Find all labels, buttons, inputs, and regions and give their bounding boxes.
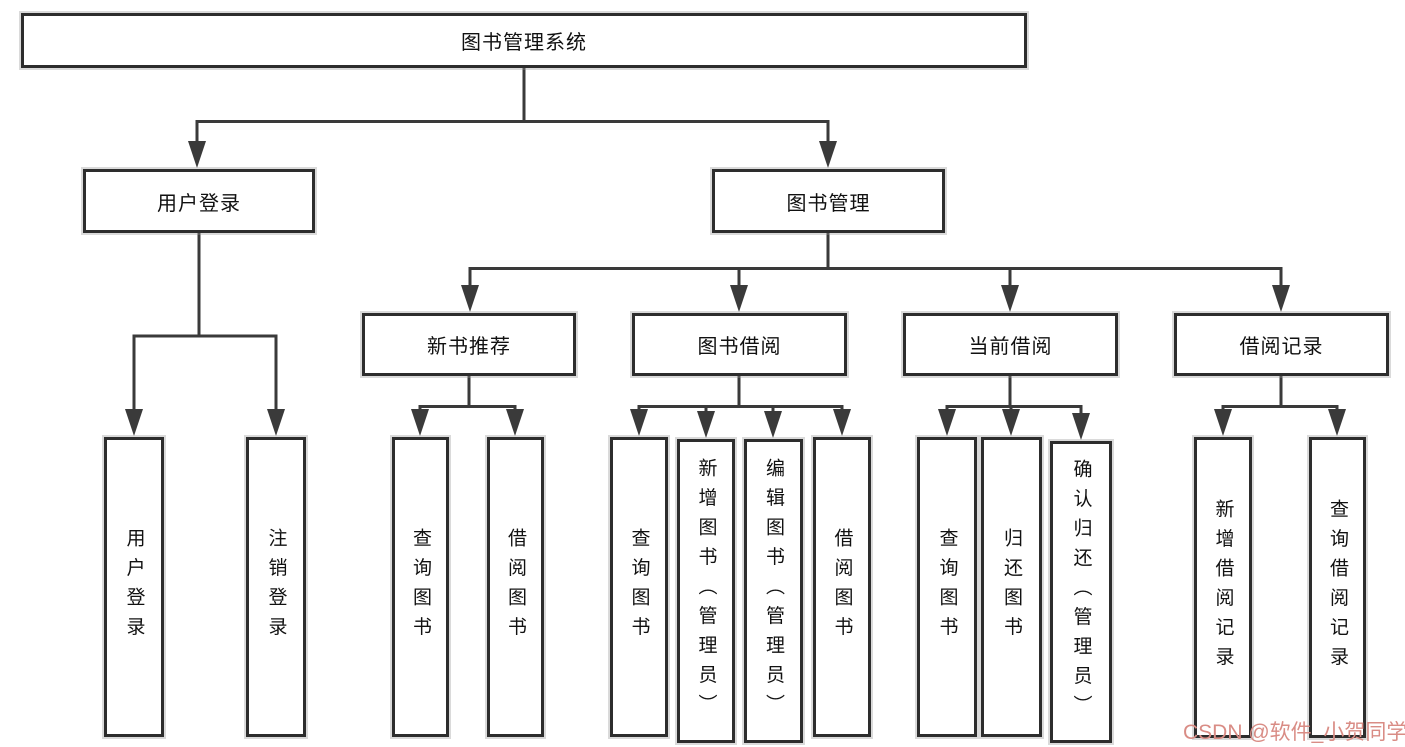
node-current-borrow-label: 当前借阅	[968, 336, 1053, 358]
arrowhead	[125, 409, 143, 436]
leaf-add-borrow-record: 新增借阅记录	[1194, 437, 1252, 738]
leaf-edit-book-admin-label: 编辑图书（管理员）	[763, 458, 784, 724]
leaf-query-book-borrow: 查询图书	[610, 437, 668, 737]
leaf-logout: 注销登录	[246, 437, 306, 737]
arrowhead	[764, 411, 782, 438]
arrowhead	[730, 285, 748, 312]
node-new-book-recommend: 新书推荐	[362, 313, 576, 376]
arrowhead	[461, 285, 479, 312]
leaf-query-book-current: 查询图书	[917, 437, 977, 737]
leaf-add-book-admin-label: 新增图书（管理员）	[695, 458, 717, 724]
leaf-return-book: 归还图书	[981, 437, 1042, 737]
node-user-login: 用户登录	[83, 169, 315, 233]
leaf-add-borrow-record-label: 新增借阅记录	[1212, 499, 1234, 676]
leaf-borrow-book: 借阅图书	[813, 437, 871, 737]
leaf-query-book-recommend-label: 查询图书	[410, 528, 431, 646]
node-user-login-label: 用户登录	[157, 192, 241, 215]
node-new-book-recommend-label: 新书推荐	[427, 336, 511, 358]
leaf-return-book-label: 归还图书	[1001, 528, 1022, 646]
leaf-borrow-book-recommend: 借阅图书	[487, 437, 544, 737]
leaf-confirm-return-admin: 确认归还（管理员）	[1050, 441, 1112, 743]
arrowhead	[411, 409, 429, 436]
node-root-label: 图书管理系统	[461, 32, 587, 54]
node-current-borrow: 当前借阅	[903, 313, 1118, 376]
leaf-logout-label: 注销登录	[265, 528, 287, 646]
leaf-query-book-recommend: 查询图书	[392, 437, 449, 737]
arrowhead	[630, 409, 648, 436]
arrowhead	[697, 411, 715, 438]
node-book-management-label: 图书管理	[786, 192, 871, 215]
arrowhead	[1328, 409, 1346, 436]
leaf-edit-book-admin: 编辑图书（管理员）	[744, 439, 803, 743]
leaf-query-book-current-label: 查询图书	[936, 528, 958, 646]
arrowhead	[1001, 285, 1019, 312]
arrowhead	[506, 409, 524, 436]
leaf-borrow-book-recommend-label: 借阅图书	[505, 528, 526, 646]
arrowhead	[819, 141, 837, 168]
arrowhead	[1072, 413, 1090, 440]
arrowhead	[833, 409, 851, 436]
leaf-query-borrow-record-label: 查询借阅记录	[1327, 499, 1348, 676]
watermark: CSDN @软件_小贺同学	[1183, 721, 1405, 744]
leaf-confirm-return-admin-label: 确认归还（管理员）	[1070, 459, 1092, 725]
leaf-user-login: 用户登录	[104, 437, 164, 737]
arrowhead	[1272, 285, 1290, 312]
leaf-borrow-book-label: 借阅图书	[831, 528, 853, 646]
arrowhead	[1002, 409, 1020, 436]
leaf-query-borrow-record: 查询借阅记录	[1309, 437, 1366, 738]
node-root: 图书管理系统	[21, 13, 1027, 68]
leaf-query-book-borrow-label: 查询图书	[628, 528, 650, 646]
arrowhead	[188, 141, 206, 168]
arrowhead	[267, 409, 285, 436]
node-book-borrow-label: 图书借阅	[697, 336, 782, 358]
arrowhead	[938, 409, 956, 436]
node-borrow-record-label: 借阅记录	[1239, 336, 1324, 358]
leaf-user-login-label: 用户登录	[123, 528, 145, 646]
node-book-borrow: 图书借阅	[632, 313, 847, 376]
arrowhead	[1214, 409, 1232, 436]
node-borrow-record: 借阅记录	[1174, 313, 1389, 376]
leaf-add-book-admin: 新增图书（管理员）	[677, 439, 735, 743]
node-book-management: 图书管理	[712, 169, 945, 233]
